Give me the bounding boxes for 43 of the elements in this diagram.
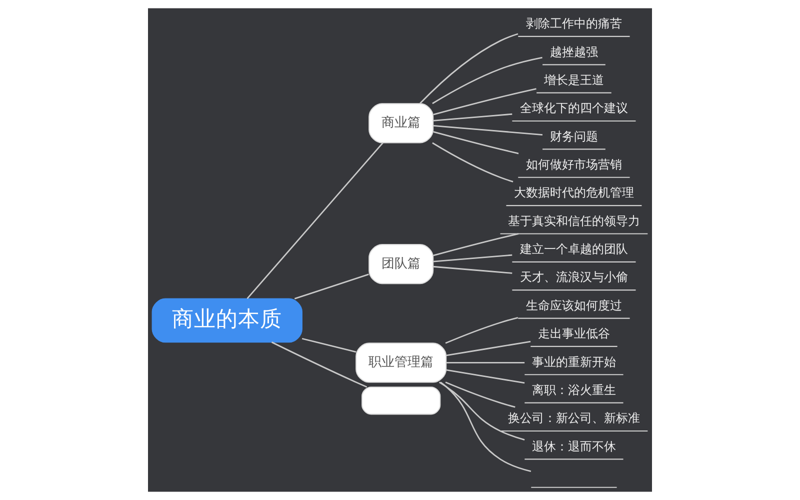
node-text: 基于真实和信任的领导力 [508, 214, 640, 228]
connector [446, 340, 531, 356]
node-box [362, 386, 441, 415]
connector [432, 56, 542, 104]
connector [433, 254, 512, 262]
connector [433, 131, 519, 154]
connector [246, 142, 384, 300]
node-text: 越挫越强 [550, 44, 598, 59]
node-underline [531, 486, 617, 488]
connector [433, 125, 543, 136]
node-text: 增长是王道 [544, 72, 604, 87]
connector [440, 382, 532, 472]
node-box: 团队篇 [368, 244, 434, 284]
connector [271, 342, 368, 388]
connector [433, 88, 536, 116]
node-text: 建立一个卓越的团队 [520, 242, 628, 256]
connector [432, 142, 514, 182]
connector [302, 338, 356, 353]
node-text: 如何做好市场营销 [526, 157, 622, 172]
node-text: 全球化下的四个建议 [520, 101, 628, 116]
node-text: 天才、流浪汉与小偷 [520, 270, 628, 284]
connector [445, 316, 518, 344]
node-text: 退休：退而不休 [532, 439, 616, 454]
connector [420, 33, 518, 104]
node-text: 剥除工作中的痛苦 [526, 16, 622, 31]
node-box: 商业的本质 [152, 298, 302, 343]
connector [446, 362, 525, 364]
node-text: 换公司：新公司、新标准 [508, 411, 640, 426]
node-box: 职业管理篇 [356, 342, 447, 383]
node-text: 走出事业低谷 [538, 326, 610, 341]
node-box: 商业篇 [368, 103, 434, 144]
node-text: 大数据时代的危机管理 [514, 186, 634, 200]
node-text: 事业的重新开始 [532, 354, 616, 369]
connector [438, 382, 525, 440]
connector [433, 266, 512, 274]
connector [294, 274, 369, 300]
node-text: 生命应该如何度过 [526, 298, 622, 312]
connector [446, 369, 525, 384]
connector [433, 113, 512, 122]
node-text: 离职：浴火重生 [532, 382, 616, 397]
node-text: 财务问题 [550, 129, 598, 144]
connector [445, 382, 516, 408]
connector [433, 233, 519, 256]
